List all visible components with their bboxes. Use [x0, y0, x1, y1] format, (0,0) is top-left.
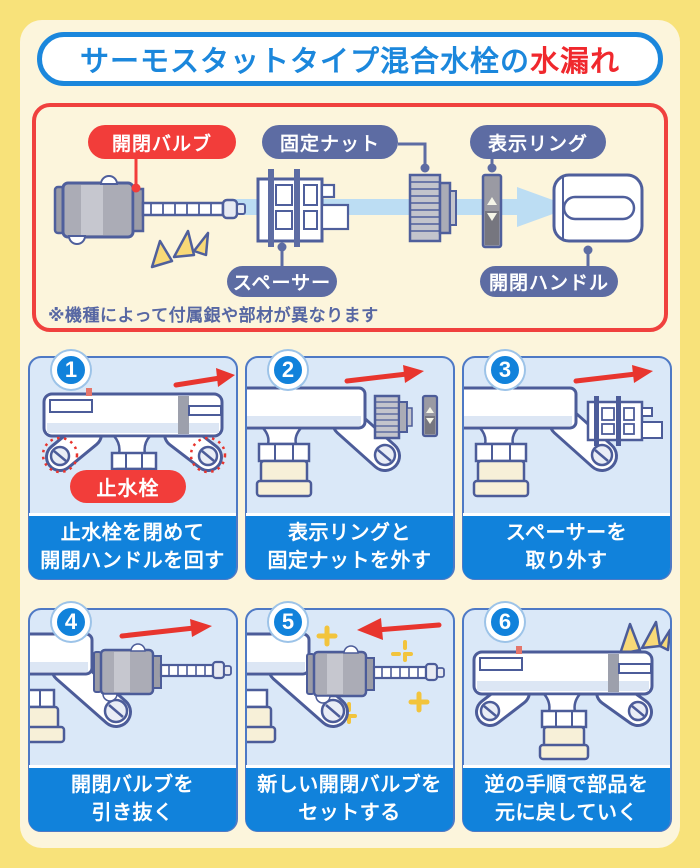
step-caption: 新しい開閉バルブを セットする	[246, 765, 453, 831]
step-number-badge: 4	[52, 603, 90, 641]
label-nut: 固定ナット	[262, 125, 398, 159]
parts-note: ※機種によって付属銀や部材が異なります	[48, 306, 379, 325]
step-5-illustration	[247, 610, 453, 766]
step-caption: 表示リングと 固定ナットを外す	[246, 513, 453, 579]
step-number: 2	[281, 357, 295, 382]
label-valve: 開閉バルブ	[88, 125, 236, 159]
step-number-badge: 2	[269, 351, 307, 389]
caption-line: 止水栓を閉めて	[60, 521, 205, 544]
faucet-body	[30, 632, 132, 744]
detached-nut	[373, 394, 413, 440]
caption-line: 引き抜く	[91, 801, 174, 824]
arrow-right-icon	[573, 365, 653, 384]
arrow-right-icon	[344, 365, 424, 384]
detached-ring	[421, 394, 439, 438]
parts-diagram: 開閉バルブ 固定ナット 表示リング スペーサー 開閉ハンドル ※機種によって付属…	[32, 103, 668, 332]
step-card-2: 2	[245, 351, 455, 580]
title-text: サーモスタットタイプ混合水栓の	[79, 46, 530, 78]
detached-spacer	[586, 396, 663, 446]
label-spacer: スペーサー	[227, 266, 337, 297]
spacer-part	[256, 169, 350, 247]
steps-row-1: 1	[20, 351, 680, 580]
faucet-body	[247, 386, 401, 498]
caption-line: 逆の手順で部品を	[484, 773, 649, 796]
step-2-illustration	[247, 358, 453, 514]
step-number-badge: 1	[52, 351, 90, 389]
step-card-4: 4	[28, 603, 238, 832]
spark-icon	[150, 229, 210, 269]
step-number-badge: 6	[486, 603, 524, 641]
caption-line: 開閉ハンドルを回す	[40, 549, 225, 572]
spark-icon	[618, 620, 670, 656]
step-card-1: 1	[28, 351, 238, 580]
step-number: 4	[64, 609, 78, 634]
step-card-3: 3	[462, 351, 672, 580]
caption-line: 固定ナットを外す	[267, 549, 432, 572]
caption-line: 取り外す	[525, 549, 608, 572]
arrow-right-icon	[119, 619, 212, 639]
parts-diagram-illustration	[53, 142, 644, 269]
label-handle: 開閉ハンドル	[480, 266, 618, 297]
step-number: 3	[498, 357, 512, 382]
valve-cartridge	[306, 645, 445, 704]
stop-valve-highlight	[41, 436, 227, 474]
caption-line: 表示リングと	[288, 521, 411, 544]
faucet-body	[472, 646, 654, 761]
caption-line: 新しい開閉バルブを	[257, 773, 442, 796]
arrow-right-icon	[173, 368, 235, 388]
step-card-6: 6	[462, 603, 672, 832]
caption-line: スペーサーを	[505, 521, 628, 544]
caption-line: 開閉バルブを	[71, 773, 194, 796]
title-highlight: 水漏れ	[530, 46, 621, 78]
sparkle-icon	[316, 625, 430, 713]
step-number: 1	[64, 357, 78, 382]
steps-row-2: 4	[20, 603, 680, 832]
valve-cartridge	[93, 643, 232, 702]
stop-valve-label: 止水栓	[70, 470, 186, 503]
label-ring: 表示リング	[470, 125, 606, 159]
step-1-illustration: 止水栓	[30, 358, 236, 514]
page-title: サーモスタットタイプ混合水栓の水漏れ	[37, 32, 663, 86]
step-card-5: 5	[245, 603, 455, 832]
content-panel: サーモスタットタイプ混合水栓の水漏れ	[20, 20, 680, 848]
faucet-body	[464, 386, 618, 498]
caption-line: 元に戻していく	[495, 801, 638, 824]
step-caption: 止水栓を閉めて 開閉ハンドルを回す	[29, 513, 236, 579]
step-4-illustration	[30, 610, 236, 766]
step-caption: 開閉バルブを 引き抜く	[29, 765, 236, 831]
caption-line: セットする	[298, 801, 401, 824]
step-6-illustration	[464, 610, 670, 766]
step-number-badge: 3	[486, 351, 524, 389]
step-caption: スペーサーを 取り外す	[463, 513, 670, 579]
handle-part	[552, 173, 644, 243]
arrow-left-icon	[357, 618, 442, 640]
step-number-badge: 5	[269, 603, 307, 641]
step-number: 5	[281, 609, 295, 634]
step-3-illustration	[464, 358, 670, 514]
nut-part	[408, 173, 457, 243]
valve-part	[53, 175, 246, 245]
ring-part	[481, 173, 503, 249]
step-number: 6	[498, 609, 512, 634]
label-leader-lines	[131, 142, 593, 267]
step-caption: 逆の手順で部品を 元に戻していく	[463, 765, 670, 831]
